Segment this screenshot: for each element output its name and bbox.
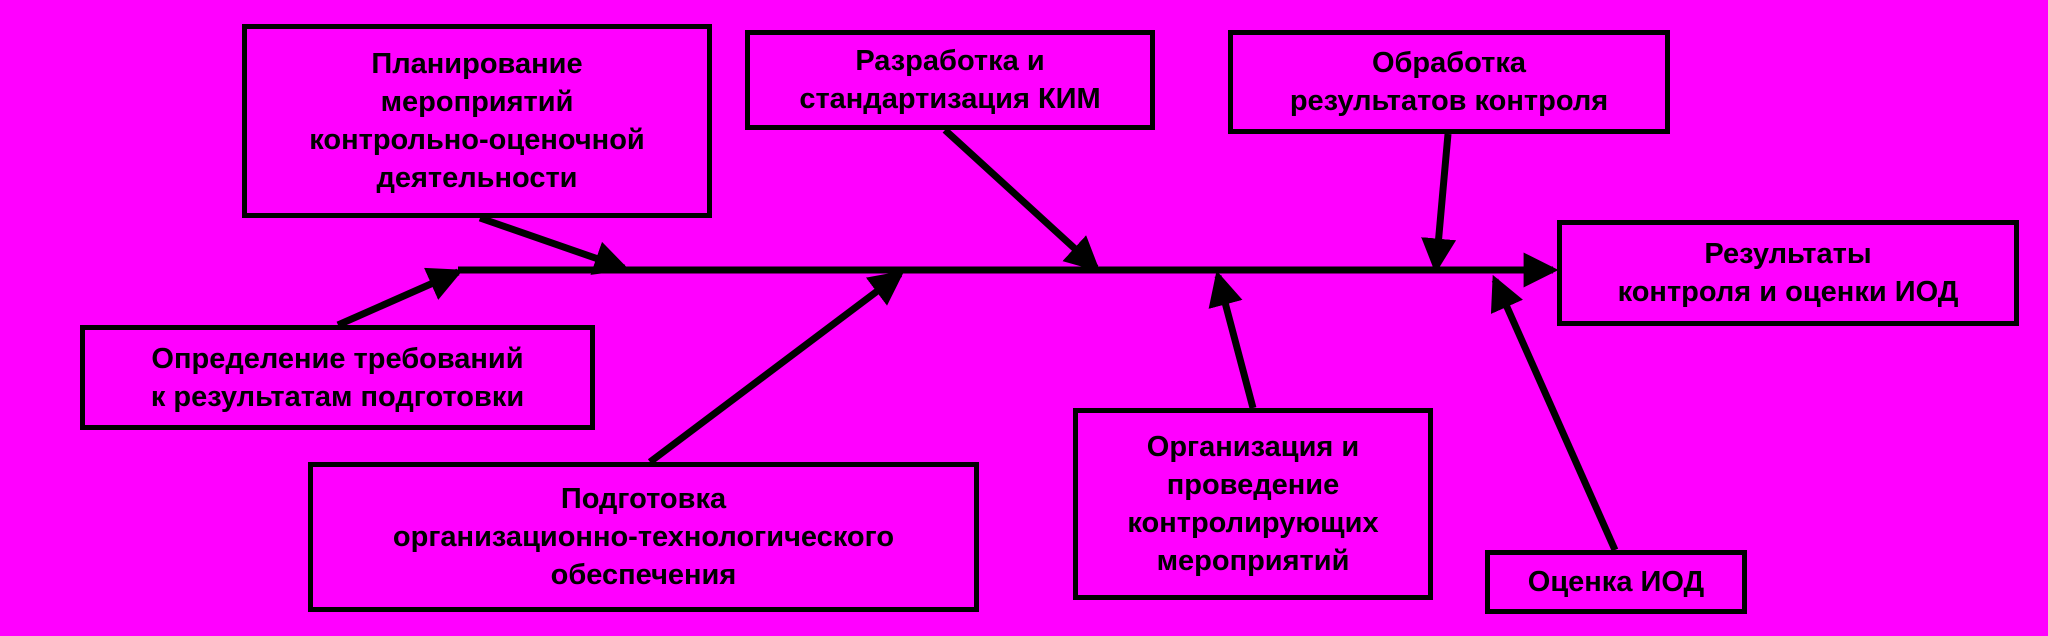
box-kim-development: Разработка и стандартизация КИМ [745,30,1155,130]
arrow-requirements-to-spine [336,267,464,329]
box-control-results: Результаты контроля и оценки ИОД [1557,220,2019,326]
box-support-preparation: Подготовка организационно-технологическо… [308,462,979,612]
arrow-planning-to-spine [478,214,630,275]
arrow-organization-to-spine [1208,270,1257,409]
box-requirements-definition: Определение требований к результатам под… [80,325,595,430]
box-results-processing: Обработка результатов контроля [1228,30,1670,134]
arrow-evaluation-to-spine [1490,274,1619,552]
box-iod-evaluation: Оценка ИОД [1485,550,1747,614]
box-control-organization: Организация и проведение контролирующих … [1073,408,1433,600]
arrow-kim-to-spine [942,127,1101,272]
box-planning-activities: Планирование мероприятий контрольно-оцен… [242,24,712,218]
arrow-processing-to-spine [1421,133,1457,274]
arrow-preparation-to-spine [647,270,905,465]
